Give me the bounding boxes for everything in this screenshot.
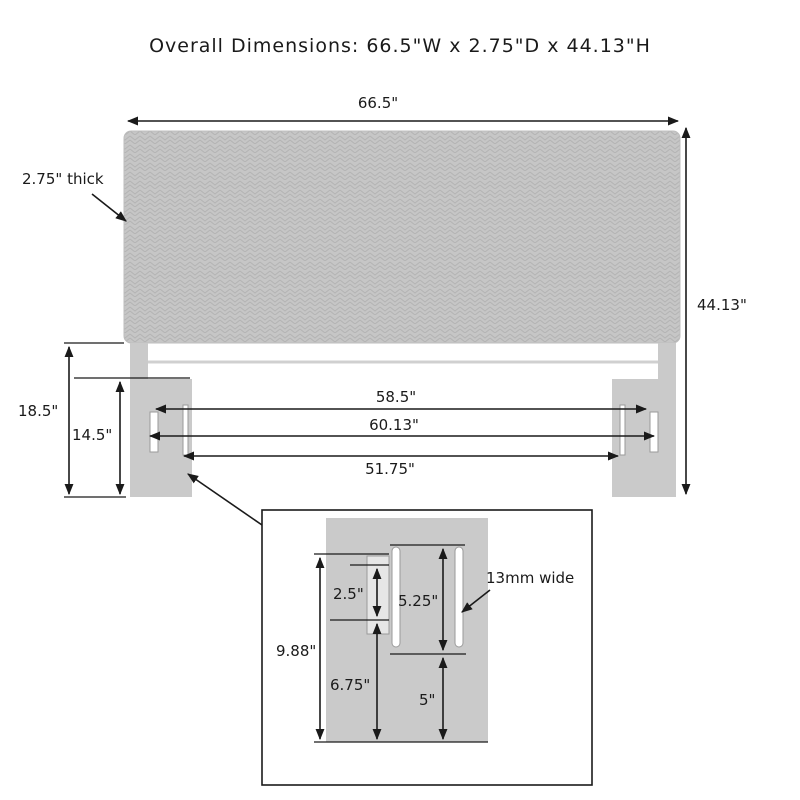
thickness-label: 2.75" thick <box>22 170 104 188</box>
detail-slot-width-label: 13mm wide <box>486 569 574 587</box>
height-label: 44.13" <box>697 296 747 314</box>
detail-slot-offset-label: 5" <box>419 691 435 709</box>
leg-height-label: 18.5" <box>18 402 58 420</box>
detail-bracket <box>366 555 390 635</box>
detail-overall-label: 9.88" <box>276 642 316 660</box>
left-leg <box>130 343 148 379</box>
span-label-3: 51.75" <box>365 460 415 478</box>
detail-lower-label: 6.75" <box>330 676 370 694</box>
right-slot <box>619 404 626 456</box>
detail-slot-left <box>391 546 401 648</box>
span-label-1: 58.5" <box>376 388 416 406</box>
detail-bracket-label: 2.5" <box>333 585 364 603</box>
left-bracket <box>149 411 159 453</box>
span-label-2: 60.13" <box>369 416 419 434</box>
thickness-arrow <box>91 193 127 222</box>
detail-slot-length-label: 5.25" <box>398 592 438 610</box>
detail-leg <box>326 518 488 742</box>
width-label: 66.5" <box>358 94 398 112</box>
mount-height-label: 14.5" <box>72 426 112 444</box>
detail-slot-width-arrow <box>461 589 491 613</box>
detail-callout-arrow <box>187 473 263 526</box>
title: Overall Dimensions: 66.5"W x 2.75"D x 44… <box>149 35 651 57</box>
left-slot <box>182 404 189 456</box>
headboard-panel <box>123 130 681 344</box>
detail-slot-right <box>454 546 464 648</box>
right-leg <box>658 343 676 379</box>
right-bracket <box>649 411 659 453</box>
